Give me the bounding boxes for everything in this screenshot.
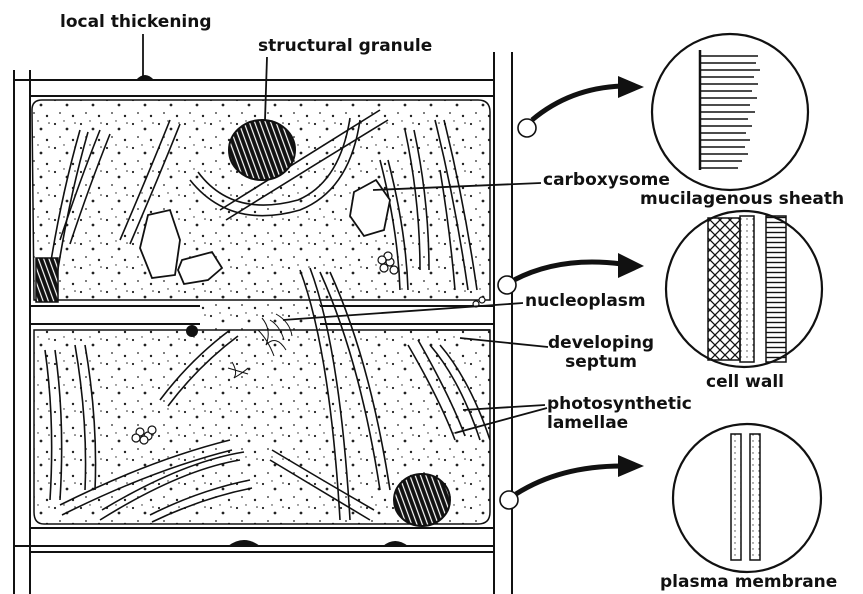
label-nucleoplasm: nucleoplasm <box>525 292 646 311</box>
label-local-thickening: local thickening <box>60 13 212 32</box>
local-thickening-bottom-1 <box>228 540 260 546</box>
inset-mucilagenous-sheath <box>652 34 808 190</box>
label-carboxysome: carboxysome <box>543 171 670 190</box>
structural-granule-left <box>36 258 58 302</box>
structural-granule-lower <box>394 474 450 526</box>
label-mucilagenous-sheath: mucilagenous sheath <box>640 190 844 209</box>
local-thickening-bottom-2 <box>383 541 408 546</box>
label-plasma-membrane: plasma membrane <box>660 573 837 592</box>
label-photosynthetic-lamellae: photosynthetic lamellae <box>547 395 692 433</box>
label-cell-wall: cell wall <box>706 373 784 392</box>
structural-granule <box>229 120 295 180</box>
inset-cell-wall <box>666 211 822 367</box>
inset-plasma-membrane <box>673 424 821 572</box>
label-developing-septum: developing septum <box>548 334 654 372</box>
local-thickening-top <box>136 75 154 80</box>
polyphosphate-granule <box>186 325 198 337</box>
label-structural-granule: structural granule <box>258 37 432 56</box>
cytoplasm-center <box>200 296 320 334</box>
